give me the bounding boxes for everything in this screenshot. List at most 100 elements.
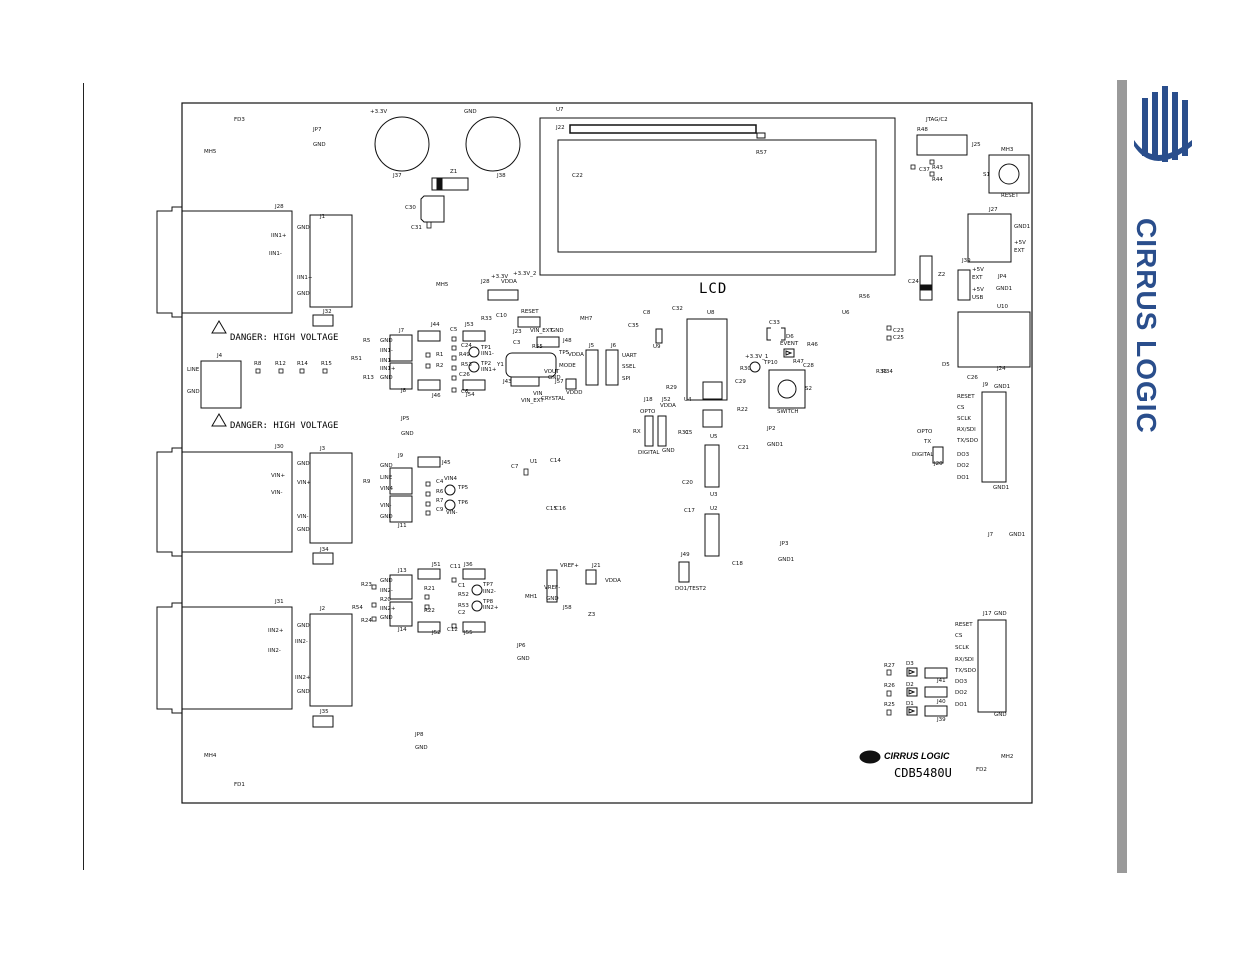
- component-label: TP1: [480, 345, 491, 351]
- component-label: RESET: [1001, 193, 1019, 199]
- component-label: J14: [397, 627, 407, 633]
- component-label: JP3: [779, 541, 789, 547]
- component-label: GND: [297, 291, 310, 297]
- component-label: EXT: [972, 275, 983, 281]
- component-label: S2: [805, 386, 812, 392]
- component-label: TX/SDO: [954, 668, 977, 674]
- component-label: R26: [884, 683, 895, 689]
- component-label: J25: [971, 142, 981, 148]
- component-label: J9: [397, 453, 404, 459]
- component-label: SCLK: [957, 416, 971, 422]
- component-label: JP7: [312, 127, 322, 133]
- component-label: J27: [988, 207, 998, 213]
- component-label: TP6: [457, 500, 469, 506]
- component-label: C3: [513, 340, 521, 346]
- component-label: MH7: [580, 316, 593, 322]
- component-label: J48: [562, 338, 572, 344]
- component-label: IIN2+: [268, 628, 284, 634]
- component-label: R24: [361, 618, 372, 624]
- component-label: VDDA: [660, 403, 676, 409]
- component-label: GND1: [1014, 224, 1030, 230]
- component-label: JP8: [414, 732, 424, 738]
- component-label: C12: [447, 627, 458, 633]
- component-label: LINE: [187, 367, 200, 373]
- component-label: U5: [710, 434, 718, 440]
- component-label: R25: [884, 702, 895, 708]
- component-label: GND: [297, 623, 310, 629]
- component-label: J28: [274, 204, 284, 210]
- component-label: C18: [732, 561, 743, 567]
- component-label: C11: [450, 564, 461, 570]
- component-label: VIN-: [271, 490, 282, 496]
- component-label: IIN1+: [380, 366, 396, 372]
- component-label: R31: [678, 430, 689, 436]
- component-label: J30: [274, 444, 284, 450]
- component-label: J13: [397, 568, 407, 574]
- component-label: VREF+: [560, 563, 579, 569]
- component-label: VIN+: [297, 480, 311, 486]
- switch-s2: [768, 369, 806, 409]
- component-label: J11: [397, 523, 407, 529]
- cirrus-logo-icon: [1134, 86, 1192, 162]
- component-label: MH2: [1001, 754, 1013, 760]
- component-label: R20: [380, 597, 391, 603]
- component-label: J51: [431, 562, 441, 568]
- component-label: GND: [380, 338, 393, 344]
- component-label: R15: [321, 361, 332, 367]
- component-label: C37: [919, 167, 930, 173]
- component-label: VREF-: [544, 585, 560, 591]
- component-label: J41: [936, 678, 946, 684]
- component-label: RESET: [521, 309, 539, 315]
- component-label: J22: [555, 125, 565, 131]
- component-label: IIN1-: [380, 348, 393, 354]
- component-label: R2: [436, 363, 443, 369]
- cap-j37: [374, 116, 430, 172]
- component-label: J55: [463, 630, 473, 636]
- component-label: C14: [550, 458, 561, 464]
- usb-connector-j24: [957, 311, 1031, 368]
- component-label: C29: [735, 379, 746, 385]
- component-label: C33: [769, 320, 780, 326]
- component-label: J52: [431, 630, 441, 636]
- board-model: CDB5480U: [894, 766, 952, 780]
- component-label: VIN4: [444, 476, 457, 482]
- component-label: R57: [756, 150, 767, 156]
- component-label: DO3: [957, 452, 970, 458]
- component-label: C28: [803, 363, 814, 369]
- component-label: GND: [187, 389, 200, 395]
- component-label: R49: [459, 352, 470, 358]
- component-label: GND: [546, 596, 559, 602]
- component-label: GND: [994, 712, 1007, 718]
- component-label: C6: [461, 389, 469, 395]
- component-label: C15: [546, 506, 557, 512]
- component-label: IIN2+: [380, 606, 396, 612]
- component-label: J37: [392, 173, 402, 179]
- component-label: C20: [682, 480, 693, 486]
- cap-j38: [465, 116, 521, 172]
- board-brand: CIRRUS LOGIC: [884, 751, 950, 761]
- component-label: R53: [458, 603, 469, 609]
- connector-j9: [981, 391, 1007, 483]
- component-label: IIN2-: [295, 639, 308, 645]
- lcd-label: LCD: [699, 281, 728, 297]
- component-label: VDDA: [568, 352, 584, 358]
- component-label: VDDD: [566, 390, 582, 396]
- component-label: R33: [876, 369, 887, 375]
- component-label: TX: [923, 439, 931, 445]
- component-label: TP8: [482, 599, 494, 605]
- component-label: U2: [710, 506, 718, 512]
- component-label: GND: [551, 328, 564, 334]
- component-label: VIN-: [446, 510, 457, 516]
- component-label: J7: [398, 328, 405, 334]
- component-label: J44: [430, 322, 440, 328]
- component-label: SWITCH: [777, 409, 799, 415]
- component-label: GND: [313, 142, 326, 148]
- component-label: IIN1-: [481, 351, 494, 357]
- component-label: J45: [441, 460, 451, 466]
- component-label: RX: [633, 429, 641, 435]
- component-label: R52: [458, 592, 469, 598]
- component-label: U3: [710, 492, 718, 498]
- component-label: R7: [436, 498, 444, 504]
- component-label: C2: [458, 610, 465, 616]
- component-label: GND: [517, 656, 530, 662]
